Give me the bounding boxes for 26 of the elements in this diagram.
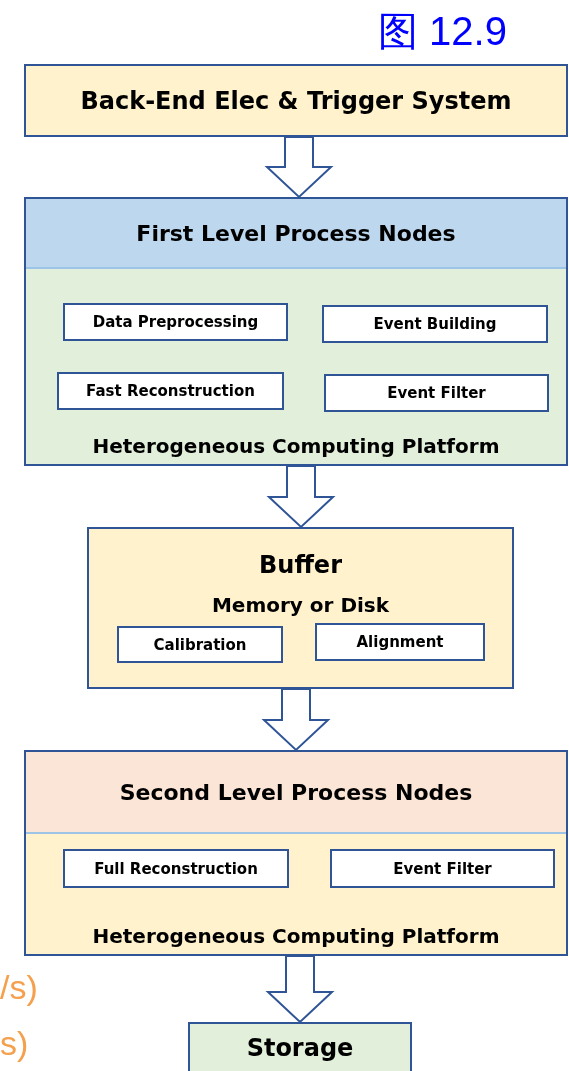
figure-number: 图 12.9 <box>378 8 507 55</box>
block-arrow <box>265 955 335 1024</box>
task-box: Fast Reconstruction <box>57 372 284 410</box>
fragment-text: s) <box>0 1024 29 1063</box>
fragment-text: /s) <box>0 968 38 1007</box>
box-title: Buffer <box>258 551 343 579</box>
task-box: Full Reconstruction <box>63 849 289 888</box>
task-box: Event Filter <box>330 849 555 888</box>
task-box: Alignment <box>315 623 485 661</box>
panel-footer-text: Heterogeneous Computing Platform <box>91 434 501 458</box>
process-panel <box>24 197 568 466</box>
panel-header: Second Level Process Nodes <box>26 752 566 834</box>
task-box: Calibration <box>117 626 283 663</box>
panel-header: First Level Process Nodes <box>26 199 566 269</box>
task-box: Event Filter <box>324 374 549 412</box>
task-box: Event Building <box>322 305 548 343</box>
storage-box: Storage <box>188 1022 412 1071</box>
block-arrow <box>266 465 336 529</box>
block-arrow <box>261 688 331 752</box>
process-panel <box>24 750 568 956</box>
task-box: Data Preprocessing <box>63 303 288 341</box>
system-box: Back-End Elec & Trigger System <box>24 64 568 137</box>
panel-footer-text: Heterogeneous Computing Platform <box>91 924 501 948</box>
buffer-box <box>87 527 514 689</box>
box-subtitle: Memory or Disk <box>210 593 391 617</box>
block-arrow <box>264 136 334 199</box>
